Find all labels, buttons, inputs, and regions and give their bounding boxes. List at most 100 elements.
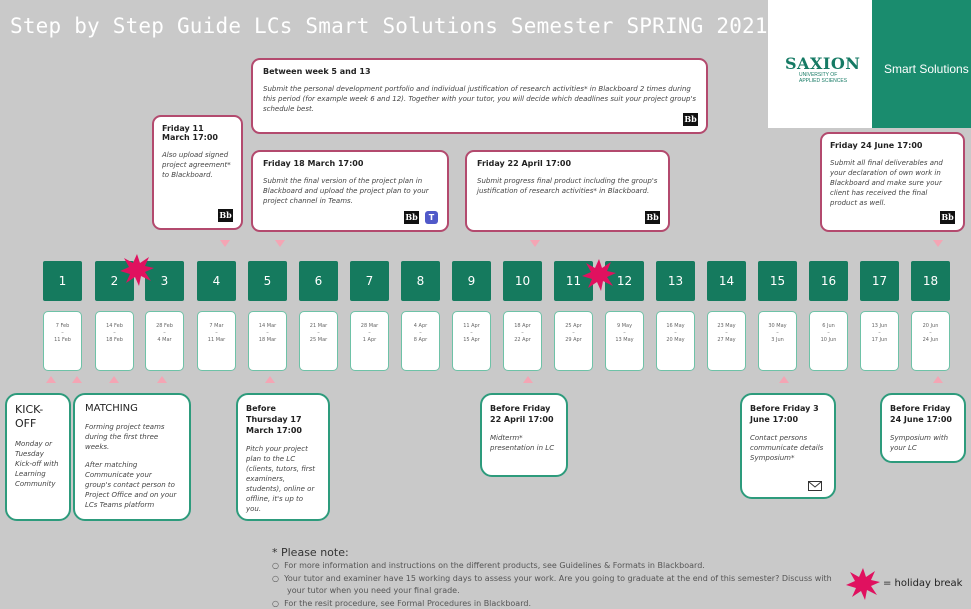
holiday-legend-label: = holiday break <box>883 578 963 589</box>
week-dates-13: 16 May–20 May <box>656 311 695 371</box>
box-text: After matching Communicate your group's … <box>85 461 177 509</box>
box-matching: MATCHING Forming project teams during th… <box>73 393 191 521</box>
blackboard-icon: Bb <box>683 113 698 126</box>
arrow-down-week-10 <box>530 240 540 247</box>
smart-solutions-label: Smart Solutions <box>884 62 969 76</box>
week-16: 16 <box>809 261 848 301</box>
week-dates-6: 21 Mar–25 Mar <box>299 311 338 371</box>
week-dates-5: 14 Mar–18 Mar <box>248 311 287 371</box>
box-text: Monday or Tuesday Kick-off with Learning… <box>15 440 59 488</box>
box-friday-11-march: Friday 11 March 17:00 Also upload signed… <box>152 115 243 230</box>
week-dates-8: 4 Apr–8 Apr <box>401 311 440 371</box>
page-title: Step by Step Guide LCs Smart Solutions S… <box>10 14 832 38</box>
arrow-up-week-1a <box>46 376 56 383</box>
week-dates-11: 25 Apr–29 Apr <box>554 311 593 371</box>
week-dates-7: 28 Mar–1 Apr <box>350 311 389 371</box>
week-dates-17: 13 Jun–17 Jun <box>860 311 899 371</box>
week-12: 12 <box>605 261 644 301</box>
blackboard-icon: Bb <box>645 211 660 224</box>
week-18: 18 <box>911 261 950 301</box>
box-text: Submit the final version of the project … <box>263 177 429 205</box>
box-title: KICK-OFF <box>15 403 44 430</box>
box-title: Friday 11 March 17:00 <box>162 124 218 142</box>
week-6: 6 <box>299 261 338 301</box>
week-1: 1 <box>43 261 82 301</box>
box-title: Friday 18 March 17:00 <box>263 159 364 168</box>
arrow-down-week-5 <box>275 240 285 247</box>
week-9: 9 <box>452 261 491 301</box>
arrow-up-week-10 <box>523 376 533 383</box>
box-title: Before Friday 22 April 17:00 <box>490 404 554 424</box>
week-4: 4 <box>197 261 236 301</box>
arrow-up-week-15 <box>779 376 789 383</box>
week-7: 7 <box>350 261 389 301</box>
box-title: Between week 5 and 13 <box>263 67 371 76</box>
box-title: MATCHING <box>85 403 138 414</box>
week-17: 17 <box>860 261 899 301</box>
week-dates-9: 11 Apr–15 Apr <box>452 311 491 371</box>
box-before-24-june: Before Friday 24 June 17:00 Symposium wi… <box>880 393 966 463</box>
holiday-burst-icon <box>846 568 880 600</box>
box-before-3-june: Before Friday 3 June 17:00 Contact perso… <box>740 393 836 499</box>
week-8: 8 <box>401 261 440 301</box>
saxion-logo-subtitle: UNIVERSITY OF APPLIED SCIENCES <box>799 72 848 84</box>
arrow-up-week-1b <box>72 376 82 383</box>
week-dates-14: 23 May–27 May <box>707 311 746 371</box>
week-dates-10: 18 Apr–22 Apr <box>503 311 542 371</box>
holiday-burst-icon <box>582 259 616 291</box>
blackboard-icon: Bb <box>218 209 233 222</box>
week-dates-2: 14 Feb–18 Feb <box>95 311 134 371</box>
box-text: Submit all final deliverables and your d… <box>830 159 943 207</box>
box-text: Submit progress final product including … <box>477 177 658 195</box>
box-title: Before Thursday 17 March 17:00 <box>246 404 302 435</box>
box-text: Submit the personal development portfoli… <box>263 85 697 113</box>
blackboard-icon: Bb <box>940 211 955 224</box>
note-item-2-cont: your tutor when you need your final grad… <box>287 586 460 595</box>
week-dates-15: 30 May–3 Jun <box>758 311 797 371</box>
box-friday-18-march: Friday 18 March 17:00 Submit the final v… <box>251 150 449 232</box>
box-text: Pitch your project plan to the LC (clien… <box>246 445 316 513</box>
week-dates-18: 20 Jun–24 Jun <box>911 311 950 371</box>
week-dates-12: 9 May–13 May <box>605 311 644 371</box>
box-before-22-april: Before Friday 22 April 17:00 Midterm* pr… <box>480 393 568 477</box>
week-dates-4: 7 Mar–11 Mar <box>197 311 236 371</box>
week-11: 11 <box>554 261 593 301</box>
notes-heading: * Please note: <box>272 546 349 559</box>
saxion-logo: SAXION <box>785 54 861 73</box>
box-text: Forming project teams during the first t… <box>85 423 165 451</box>
box-text: Also upload signed project agreement* to… <box>162 151 231 179</box>
box-text: Midterm* presentation in LC <box>490 434 555 452</box>
mail-icon <box>808 481 822 491</box>
box-kickoff: KICK-OFF Monday or Tuesday Kick-off with… <box>5 393 71 521</box>
note-item-1: ○ For more information and instructions … <box>272 561 705 570</box>
box-before-17-march: Before Thursday 17 March 17:00 Pitch you… <box>236 393 330 521</box>
week-10: 10 <box>503 261 542 301</box>
brand-panel <box>872 0 971 128</box>
arrow-up-week-5 <box>265 376 275 383</box>
box-title: Friday 22 April 17:00 <box>477 159 572 168</box>
box-text: Symposium with your LC <box>890 434 949 452</box>
week-15: 15 <box>758 261 797 301</box>
box-text: Contact persons communicate details Symp… <box>750 434 824 462</box>
blackboard-icon: Bb <box>404 211 419 224</box>
week-dates-1: 7 Feb–11 Feb <box>43 311 82 371</box>
arrow-up-week-3 <box>157 376 167 383</box>
note-item-3: ○ For the resit procedure, see Formal Pr… <box>272 599 531 608</box>
arrow-up-week-2 <box>109 376 119 383</box>
box-friday-24-june: Friday 24 June 17:00 Submit all final de… <box>820 132 965 232</box>
box-title: Before Friday 24 June 17:00 <box>890 404 952 424</box>
week-dates-3: 28 Feb–4 Mar <box>145 311 184 371</box>
arrow-up-week-18 <box>933 376 943 383</box>
note-item-2: ○ Your tutor and examiner have 15 workin… <box>272 574 832 583</box>
week-5: 5 <box>248 261 287 301</box>
arrow-down-week-4 <box>220 240 230 247</box>
logo-panel <box>768 0 872 128</box>
box-title: Before Friday 3 June 17:00 <box>750 404 819 424</box>
holiday-burst-icon <box>120 254 154 286</box>
week-dates-16: 6 Jun–10 Jun <box>809 311 848 371</box>
box-between-week-5-13: Between week 5 and 13 Submit the persona… <box>251 58 708 134</box>
box-title: Friday 24 June 17:00 <box>830 141 923 150</box>
teams-icon: T <box>425 211 438 224</box>
box-friday-22-april: Friday 22 April 17:00 Submit progress fi… <box>465 150 670 232</box>
week-14: 14 <box>707 261 746 301</box>
